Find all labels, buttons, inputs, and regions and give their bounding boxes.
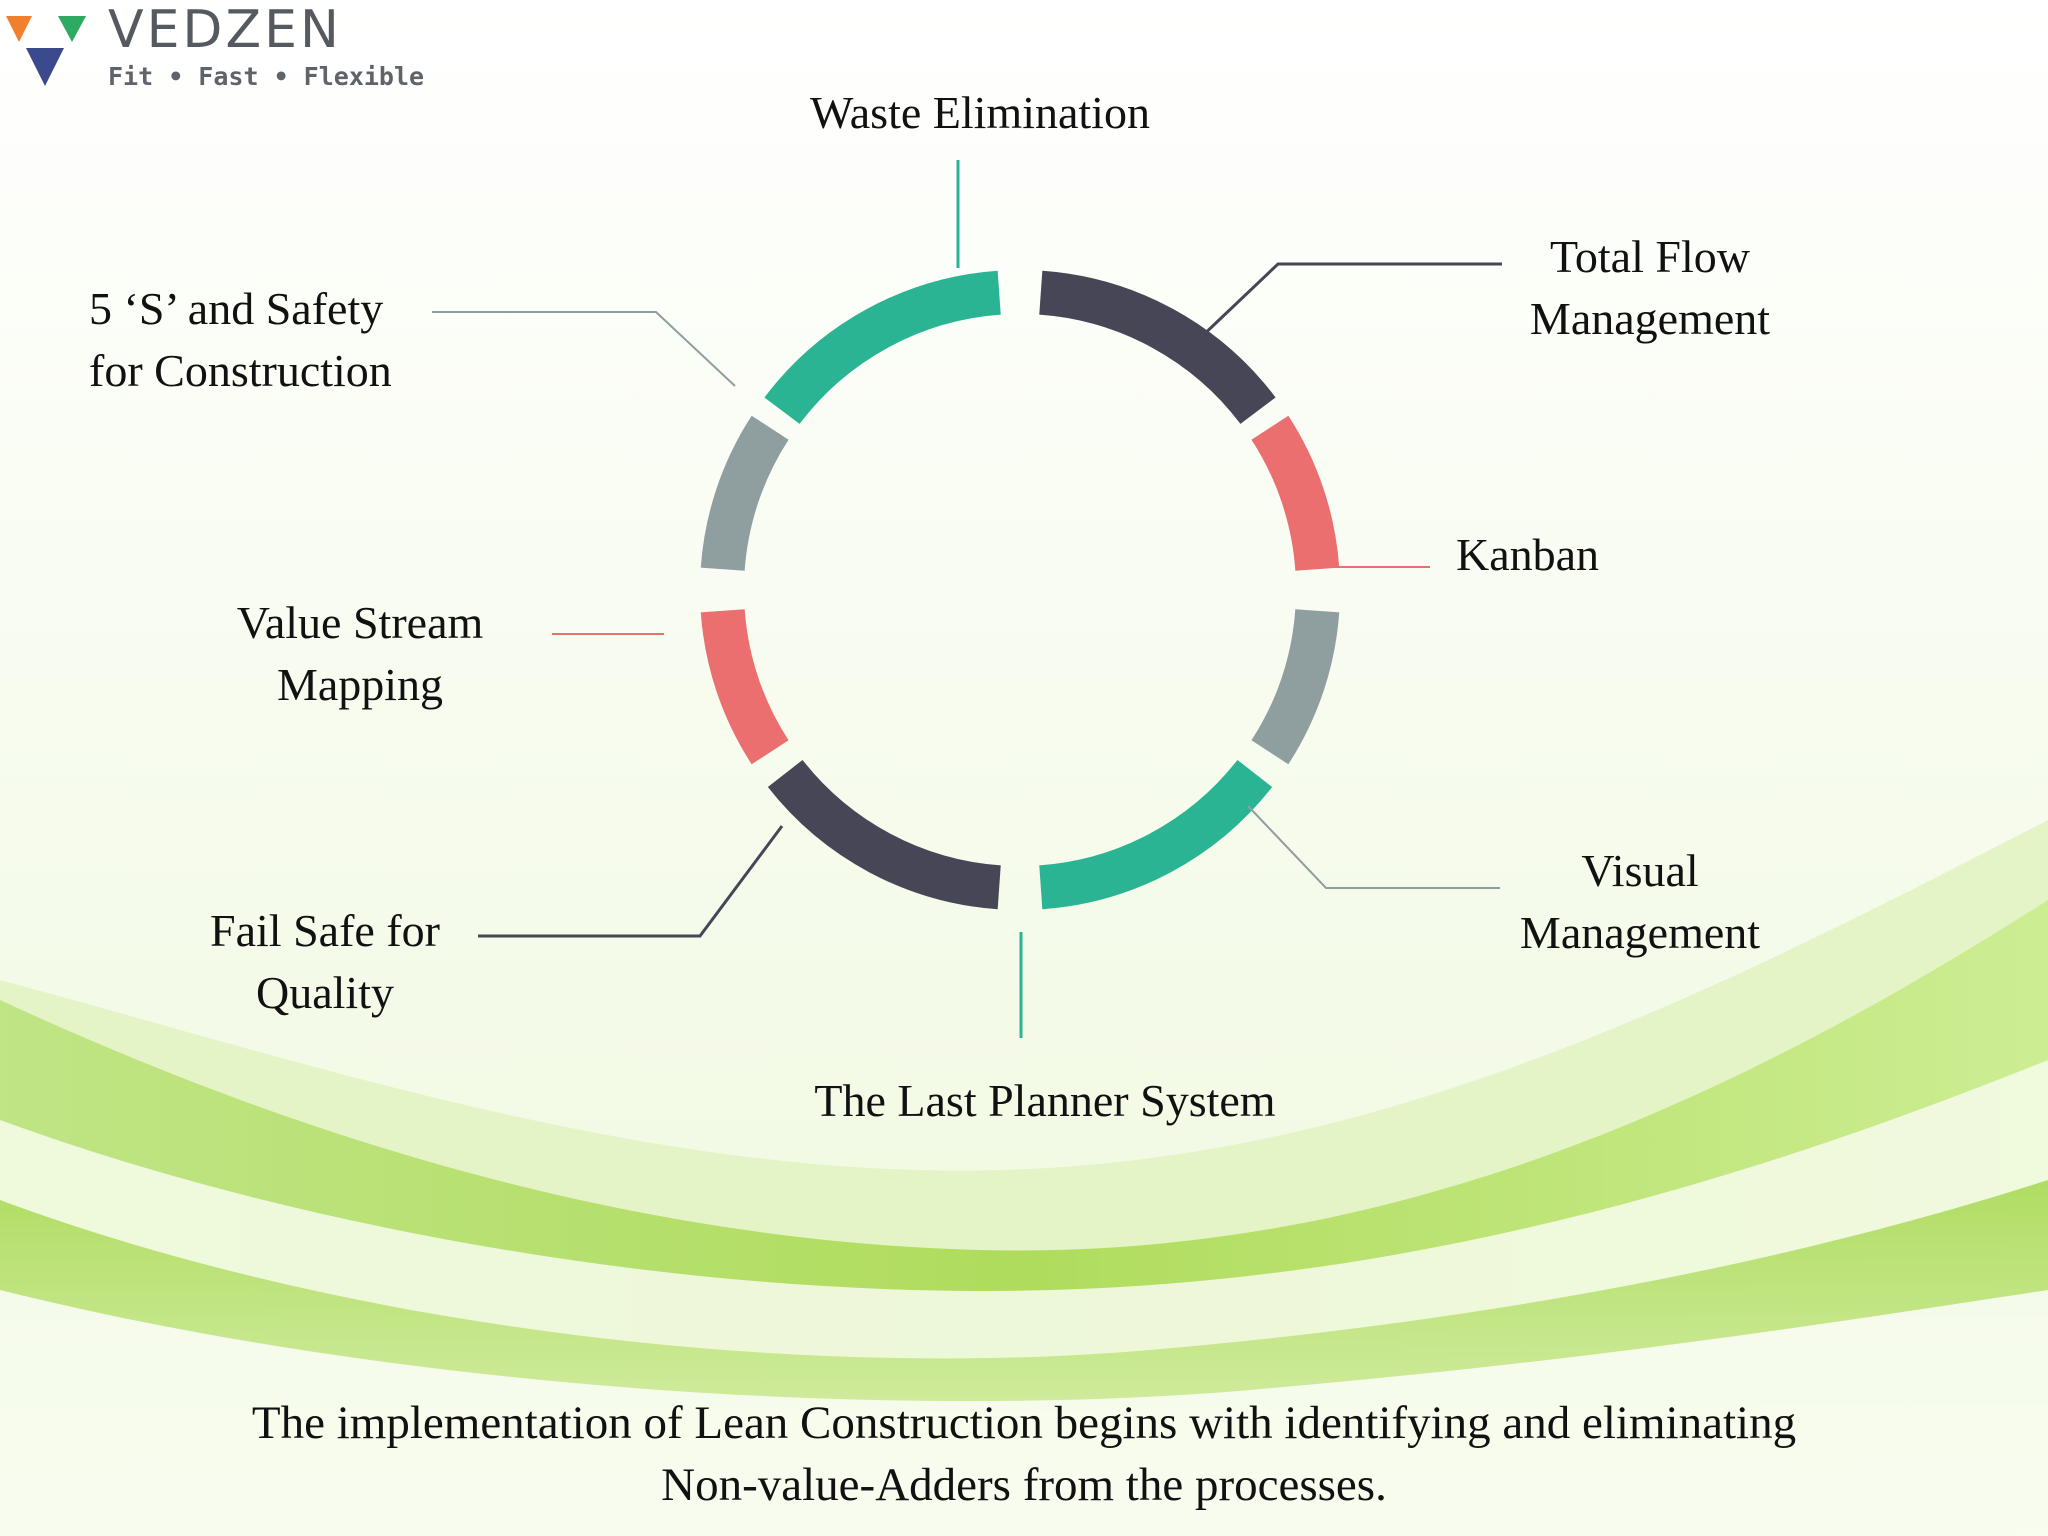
connector-line-visual-management <box>1247 805 1500 889</box>
label-total-flow-management: Total Flow Management <box>1529 231 1771 344</box>
footer-line-2: Non-value-Adders from the processes. <box>661 1459 1387 1511</box>
label-visual-management: Visual Management <box>1519 845 1761 958</box>
ring-segment-last-planner-system <box>1038 759 1273 910</box>
label-fail-safe-quality: Fail Safe for Quality <box>210 905 440 1018</box>
connector-line-5s-safety-construction <box>432 311 736 387</box>
ring-segment-waste-elimination <box>764 270 1002 425</box>
label-waste-elimination: Waste Elimination <box>810 87 1150 138</box>
ring-segment-total-flow-management <box>1038 270 1276 425</box>
ring-segment-value-stream-mapping <box>700 608 789 765</box>
ring-segment-5s-safety-construction <box>700 415 789 572</box>
logo-tagline: Fit • Fast • Flexible <box>108 62 425 91</box>
connector-line-total-flow-management <box>1196 262 1502 342</box>
label-kanban: Kanban <box>1456 529 1600 580</box>
ring-segment-visual-management <box>1251 608 1340 765</box>
vedzen-logo: VEDZEN Fit • Fast • Flexible <box>2 0 424 92</box>
ring-segment-kanban <box>1251 415 1340 572</box>
logo-name: VEDZEN <box>108 0 342 60</box>
logo-mark-icon <box>6 16 86 86</box>
ring-segment-fail-safe-quality <box>767 759 1002 910</box>
footer-line-1: The implementation of Lean Construction … <box>251 1397 1797 1449</box>
label-5s-safety-construction: 5 ‘S’ and Safety for Construction <box>89 283 392 396</box>
footer-caption: The implementation of Lean Construction … <box>0 1392 2048 1516</box>
label-value-stream-mapping: Value Stream Mapping <box>236 597 484 710</box>
connector-line-fail-safe-quality <box>478 825 784 938</box>
label-last-planner-system: The Last Planner System <box>814 1075 1276 1126</box>
